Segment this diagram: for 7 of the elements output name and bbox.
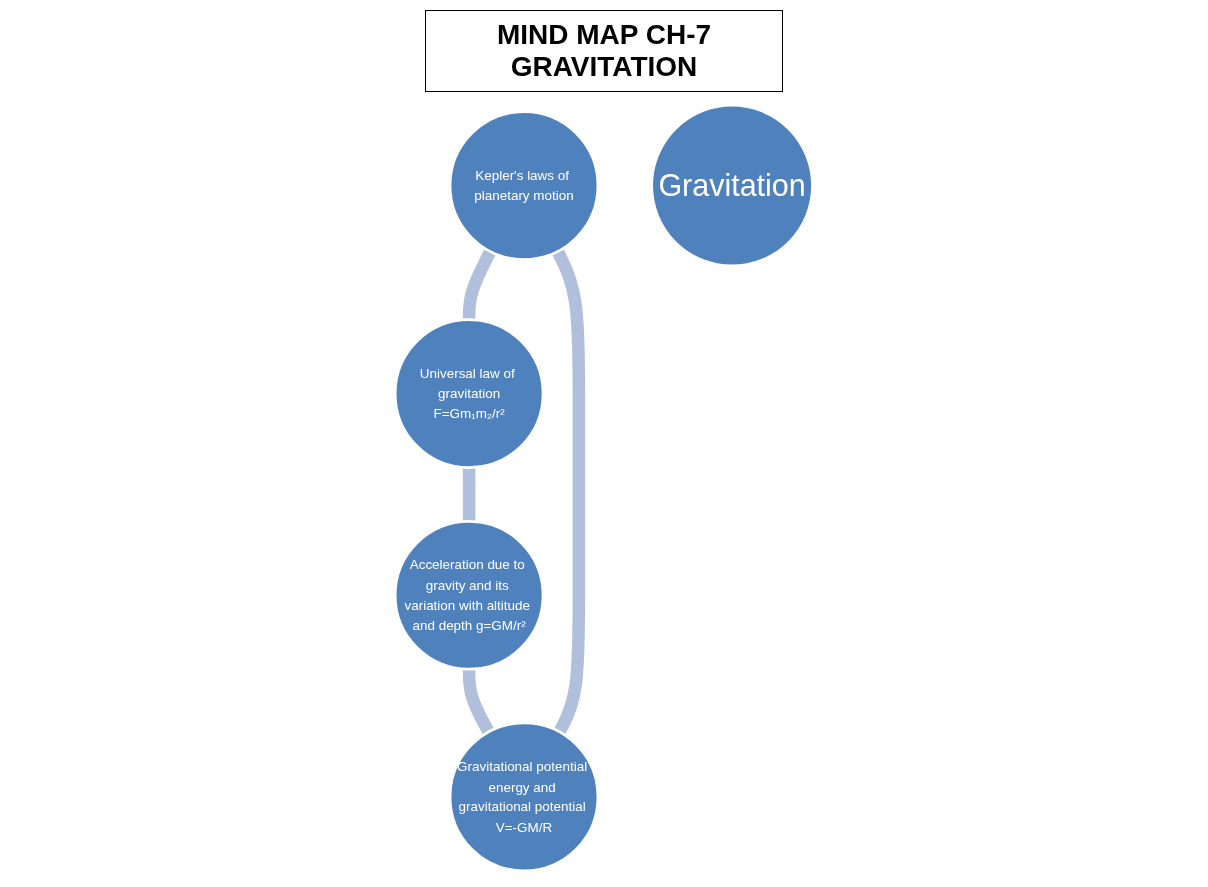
diagram-title: MIND MAP CH-7 GRAVITATION (425, 10, 783, 92)
node-circle: Gravitation (650, 103, 814, 268)
node-circle: Kepler's laws of planetary motion (448, 110, 600, 261)
node-circle: Acceleration due to gravity and its variation with altitude and depth g=GM/r² (394, 520, 545, 671)
node-circle: Universal law of gravitation F=Gm₁m₂/r² (394, 318, 545, 469)
connector (552, 248, 586, 735)
node-circle: Gravitational potential energy and gravitational potential V=-GM/R (448, 721, 600, 873)
